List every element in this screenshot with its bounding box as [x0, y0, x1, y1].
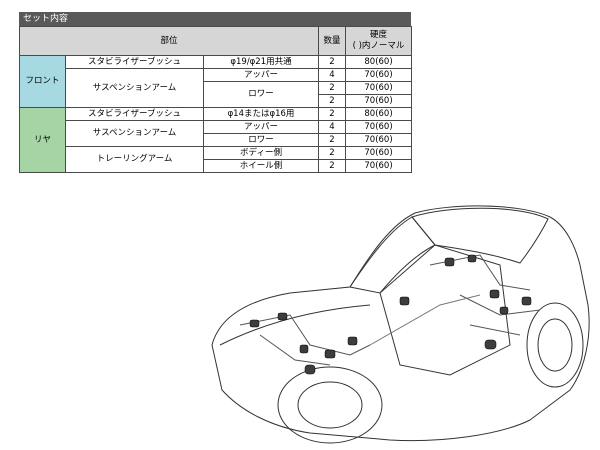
part-hardness: 70(60) — [345, 94, 413, 108]
center-tunnel-line — [369, 294, 481, 346]
bushing — [444, 257, 455, 267]
rear-label: リヤ — [19, 107, 66, 173]
set-contents-title: セット内容 — [19, 12, 411, 26]
part-hardness: 70(60) — [345, 68, 413, 82]
bushing — [399, 296, 410, 306]
bushing — [484, 339, 497, 350]
bushing — [249, 319, 260, 328]
bushing — [299, 344, 309, 354]
front-wheel — [277, 366, 383, 444]
bushing — [489, 289, 500, 299]
front-suspension-frame — [239, 314, 371, 366]
part-qty: 4 — [318, 68, 347, 82]
part-qty: 2 — [318, 55, 347, 69]
part-qty: 2 — [318, 133, 347, 147]
part-hardness: 70(60) — [345, 81, 413, 95]
bushing-parts — [249, 254, 532, 375]
bushing — [277, 312, 288, 321]
header-hardness-line2: ( )内ノーマル — [352, 41, 405, 51]
rear-wheel-rim — [537, 318, 573, 372]
part-spec: アッパー — [202, 68, 320, 82]
bushing — [324, 349, 336, 359]
part-qty: 4 — [318, 120, 347, 134]
part-spec: ホイール側 — [202, 159, 320, 173]
table-row: サスペンションアーム アッパー 4 70(60) — [20, 68, 413, 108]
part-spec: φ19/φ21用共通 — [202, 55, 320, 69]
table-row: リヤ スタビライザーブッシュ φ14またはφ16用 2 80(60) — [19, 107, 413, 173]
table-row: トレーリングアーム ボディー側 2 70(60) — [20, 146, 413, 173]
header-qty: 数量 — [318, 26, 347, 56]
header-hardness-line1: 硬度 — [370, 30, 388, 40]
part-qty: 2 — [318, 159, 347, 173]
bushing — [304, 364, 316, 375]
part-hardness: 80(60) — [345, 55, 413, 69]
table-row: ロワー 2 70(60) — [20, 133, 413, 147]
door-outline — [379, 244, 511, 376]
rear-wheel — [526, 302, 584, 388]
header-hardness: 硬度 ( )内ノーマル — [345, 26, 413, 56]
table-row: ロワー 2 70(60) — [20, 81, 413, 108]
part-qty: 2 — [318, 81, 347, 95]
set-contents-table: 部位 数量 硬度 ( )内ノーマル フロント スタビライザーブッシュ φ19/φ… — [18, 26, 413, 173]
hood-line — [219, 304, 371, 346]
part-name: スタビライザーブッシュ — [65, 107, 204, 121]
part-qty: 2 — [318, 146, 347, 160]
table-row: ホイール側 2 70(60) — [20, 159, 413, 173]
table-header-row: 部位 数量 硬度 ( )内ノーマル — [18, 26, 413, 56]
car-illustration — [211, 205, 590, 444]
bushing — [347, 336, 358, 346]
part-spec: φ14またはφ16用 — [202, 107, 320, 121]
part-hardness: 70(60) — [345, 120, 413, 134]
part-spec: アッパー — [202, 120, 320, 134]
car-body-outline — [211, 205, 590, 442]
part-hardness: 70(60) — [345, 159, 413, 173]
table-row: サスペンションアーム アッパー 4 70(60) — [20, 120, 413, 147]
soft-top-outline — [411, 207, 549, 264]
table-row: フロント スタビライザーブッシュ φ19/φ21用共通 2 80(60) — [19, 55, 413, 108]
part-hardness: 80(60) — [345, 107, 413, 121]
part-name: スタビライザーブッシュ — [65, 55, 204, 69]
part-qty: 2 — [318, 94, 347, 108]
part-name: トレーリングアーム — [65, 146, 204, 173]
part-hardness: 70(60) — [345, 133, 413, 147]
bushing — [499, 306, 509, 315]
part-spec: ロワー — [202, 133, 320, 147]
rear-suspension-frame — [429, 254, 541, 336]
part-name: サスペンションアーム — [65, 68, 204, 108]
bushing — [521, 296, 532, 306]
part-qty: 2 — [318, 107, 347, 121]
part-spec: ボディー側 — [202, 146, 320, 160]
front-label: フロント — [19, 55, 66, 108]
part-name: サスペンションアーム — [65, 120, 204, 147]
bushing — [467, 254, 477, 263]
part-spec: ロワー — [202, 81, 320, 108]
header-part: 部位 — [18, 26, 320, 56]
part-hardness: 70(60) — [345, 146, 413, 160]
front-wheel-rim — [297, 381, 363, 429]
table-row: 2 70(60) — [20, 94, 413, 108]
